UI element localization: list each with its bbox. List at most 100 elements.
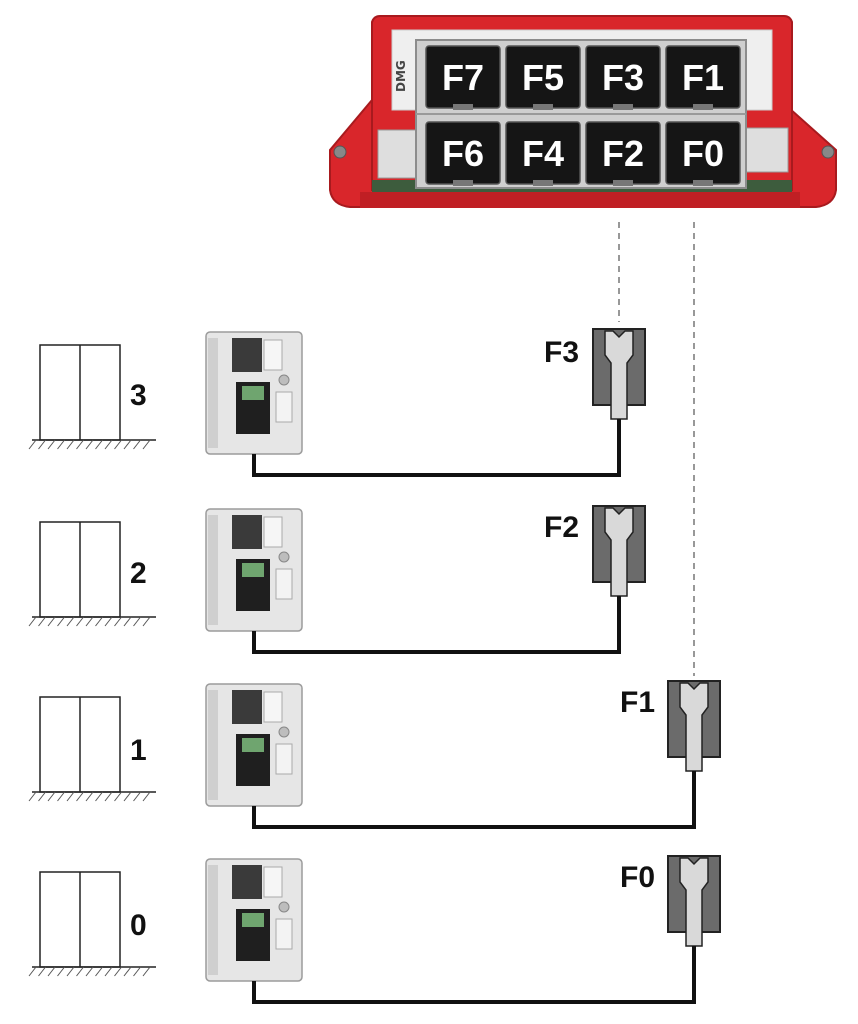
ground-hatch xyxy=(85,616,94,627)
port-label: F0 xyxy=(682,133,724,174)
port-label: F7 xyxy=(442,57,484,98)
rj45-connector-f1 xyxy=(667,680,721,772)
module-side-label xyxy=(275,743,293,775)
ground-hatch xyxy=(57,616,65,627)
ground-hatch xyxy=(104,616,113,627)
elevator-door xyxy=(39,521,121,618)
connector-channel xyxy=(679,857,709,947)
port-label: F6 xyxy=(442,133,484,174)
ground-hatch xyxy=(57,439,65,450)
ground-hatch xyxy=(28,966,37,977)
floor-ground xyxy=(28,439,156,450)
module-led xyxy=(278,551,290,563)
ground-hatch xyxy=(142,791,151,802)
ground-hatch xyxy=(85,966,94,977)
ground-hatch xyxy=(47,966,56,977)
module-rail xyxy=(208,338,218,448)
hub-port-f4: F4 xyxy=(505,121,581,186)
connector-label-f0: F0 xyxy=(620,861,655,894)
floor-module xyxy=(205,858,303,982)
ground-hatch xyxy=(104,439,113,450)
hub-port-f6: F6 xyxy=(425,121,501,186)
floor-row-3 xyxy=(28,328,646,477)
ground-hatch xyxy=(104,966,113,977)
module-terminal xyxy=(232,338,262,372)
floor-row-2 xyxy=(28,505,646,654)
connector-label-f1: F1 xyxy=(620,686,655,719)
module-terminal xyxy=(232,515,262,549)
rj45-connector-f2 xyxy=(592,505,646,597)
ground-hatch xyxy=(95,791,103,802)
ground-hatch xyxy=(28,791,37,802)
module-sticker xyxy=(263,339,283,371)
port-latch xyxy=(693,180,713,186)
hub-screw-right xyxy=(821,145,835,159)
network-cable xyxy=(252,771,696,829)
floor-label-2: 2 xyxy=(130,557,147,590)
ground-hatch xyxy=(142,616,151,627)
hub-side-connector-left xyxy=(377,129,419,179)
hub-base xyxy=(360,192,800,208)
ground-hatch xyxy=(114,616,122,627)
floor-row-0 xyxy=(28,855,721,1004)
ground-hatch xyxy=(123,791,132,802)
module-side-label xyxy=(275,918,293,950)
connector-label-f3: F3 xyxy=(544,336,579,369)
ground-hatch xyxy=(114,966,122,977)
floor-module xyxy=(205,508,303,632)
module-sticker xyxy=(263,866,283,898)
elevator-door xyxy=(39,696,121,793)
floor-rows xyxy=(28,328,721,1004)
ground-hatch xyxy=(133,616,141,627)
port-latch xyxy=(453,104,473,110)
floor-label-1: 1 xyxy=(130,734,147,767)
hub-port-f0: F0 xyxy=(665,121,741,186)
connector-channel xyxy=(604,330,634,420)
floor-module xyxy=(205,683,303,807)
module-led xyxy=(278,374,290,386)
port-latch xyxy=(613,104,633,110)
ground-hatch xyxy=(114,439,122,450)
floor-module xyxy=(205,331,303,455)
ground-hatch xyxy=(57,966,65,977)
connector-channel xyxy=(679,682,709,772)
module-side-label xyxy=(275,391,293,423)
ground-hatch xyxy=(95,966,103,977)
ground-hatch xyxy=(28,616,37,627)
floor-ground xyxy=(28,616,156,627)
ground-hatch xyxy=(47,616,56,627)
ground-hatch xyxy=(76,439,84,450)
hub-port-f1: F1 xyxy=(665,45,741,110)
hub-port-f2: F2 xyxy=(585,121,661,186)
module-led xyxy=(278,901,290,913)
ground-hatch xyxy=(123,616,132,627)
port-label: F3 xyxy=(602,57,644,98)
port-latch xyxy=(533,180,553,186)
port-latch xyxy=(693,104,713,110)
floor-label-0: 0 xyxy=(130,909,147,942)
ground-hatch xyxy=(95,439,103,450)
connector-channel xyxy=(604,507,634,597)
network-cable xyxy=(252,419,621,477)
ground-hatch xyxy=(85,439,94,450)
module-cable-plug xyxy=(242,738,264,752)
floor-ground xyxy=(28,791,156,802)
ground-hatch xyxy=(66,791,75,802)
module-led xyxy=(278,726,290,738)
ground-hatch xyxy=(76,616,84,627)
ground-hatch xyxy=(38,966,46,977)
ground-hatch xyxy=(38,439,46,450)
ground-hatch xyxy=(28,439,37,450)
ground-hatch xyxy=(123,439,132,450)
ground-hatch xyxy=(133,791,141,802)
ground-hatch xyxy=(133,439,141,450)
hub-port-f3: F3 xyxy=(585,45,661,110)
port-label: F1 xyxy=(682,57,724,98)
ground-hatch xyxy=(114,791,122,802)
port-label: F4 xyxy=(522,133,564,174)
elevator-door xyxy=(39,871,121,968)
module-terminal xyxy=(232,865,262,899)
port-latch xyxy=(613,180,633,186)
